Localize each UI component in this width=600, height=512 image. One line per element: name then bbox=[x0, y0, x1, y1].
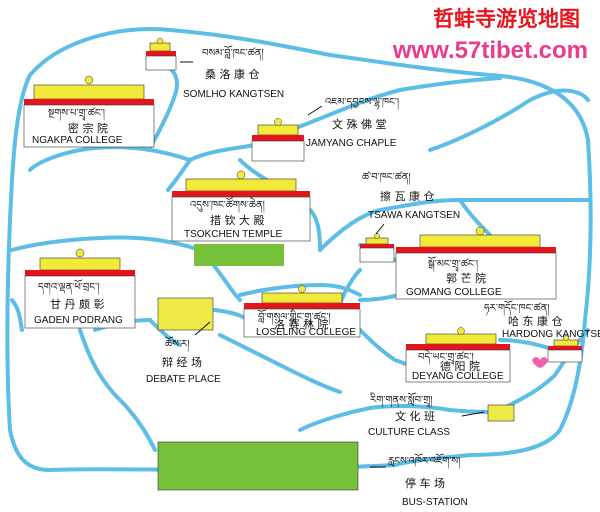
label-tsokchen-en: TSOKCHEN TEMPLE bbox=[184, 229, 282, 240]
label-gaden-zh: 甘 丹 颇 彰 bbox=[50, 297, 105, 311]
label-loseling-tib: བློ་གསལ་གླིང་གྲྭ་ཚང་། bbox=[258, 309, 331, 325]
label-ngakpa-en: NGAKPA COLLEGE bbox=[32, 135, 123, 146]
building-hardong[interactable] bbox=[547, 335, 583, 363]
label-somlho-zh: 桑 洛 康 仓 bbox=[205, 67, 260, 81]
label-ngakpa-zh: 密 宗 院 bbox=[68, 121, 108, 135]
label-tsokchen-tib: འདུས་ཁང་ཚོགས་ཆེན། bbox=[190, 196, 265, 213]
building-tsokchen[interactable] bbox=[171, 170, 311, 242]
label-jamyang-zh: 文 殊 佛 堂 bbox=[332, 117, 387, 131]
label-deyang-en: DEYANG COLLEGE bbox=[412, 371, 504, 382]
label-culture-tib: རིག་གནས་སློབ་གྲྭ། bbox=[370, 392, 432, 408]
label-debate-zh: 辩 经 场 bbox=[162, 355, 202, 369]
label-bus-zh: 停 车 场 bbox=[405, 476, 445, 490]
label-tsokchen-zh: 措 钦 大 殿 bbox=[210, 213, 265, 227]
label-gomang-tib: སྒོ་མང་གྲྭ་ཚང་། bbox=[428, 256, 478, 272]
label-tsawa-en: TSAWA KANGTSEN bbox=[368, 210, 460, 221]
building-gaden[interactable] bbox=[24, 248, 136, 329]
label-bus-en: BUS-STATION bbox=[402, 497, 468, 508]
bus-station-lot[interactable] bbox=[157, 441, 359, 491]
label-loseling-en: LOSELING COLLEGE bbox=[256, 327, 356, 338]
label-jamyang-tib: འཇམ་དབྱངས་ལྷ་ཁང་། bbox=[325, 97, 399, 110]
label-bus-tib: རླངས་འཁོར་འཇོག་ས། bbox=[388, 453, 460, 469]
label-hardong-zh: 哈 东 康 仓 bbox=[508, 314, 563, 328]
label-loseling-zh: 洛 赛 林 院 bbox=[274, 317, 329, 331]
label-somlho-en: SOMLHO KANGTSEN bbox=[183, 89, 284, 100]
label-jamyang-en: JAMYANG CHAPLE bbox=[306, 138, 397, 149]
building-ngakpa[interactable] bbox=[23, 75, 155, 148]
building-tsawa[interactable] bbox=[359, 233, 395, 263]
debate-yard[interactable] bbox=[157, 297, 214, 331]
label-gaden-en: GADEN PODRANG bbox=[34, 315, 123, 326]
label-culture-zh: 文 化 班 bbox=[395, 409, 435, 423]
label-gomang-en: GOMANG COLLEGE bbox=[406, 287, 502, 298]
label-culture-en: CULTURE CLASS bbox=[368, 427, 450, 438]
label-hardong-en: HARDONG KANGTSEN bbox=[502, 329, 600, 340]
building-gomang[interactable] bbox=[395, 226, 557, 300]
label-gomang-zh: 郭 芒 院 bbox=[446, 271, 486, 285]
label-hardong-tib: ཧར་གདོང་ཁང་ཚན། bbox=[484, 300, 550, 316]
culture-class-yard[interactable] bbox=[487, 404, 515, 422]
tsokchen-courtyard[interactable] bbox=[194, 244, 284, 266]
label-debate-en: DEBATE PLACE bbox=[146, 374, 221, 385]
label-ngakpa-tib: སྔགས་པ་གྲྭ་ཚང་། bbox=[48, 107, 105, 121]
outer-path bbox=[5, 27, 593, 472]
flower-marker bbox=[532, 357, 548, 368]
site-url: www.57tibet.com bbox=[392, 37, 588, 64]
label-gaden-tib: དགའ་ལྡན་ཕོ་བྲང་། bbox=[38, 279, 99, 295]
label-debate-tib: ཆོས་ར། bbox=[165, 336, 190, 352]
building-deyang[interactable] bbox=[405, 327, 511, 383]
building-somlho[interactable] bbox=[145, 37, 177, 71]
label-tsawa-tib: ཚ་བ་ཁང་ཚན། bbox=[362, 171, 411, 185]
label-somlho-tib: བསམ་བློ་ཁང་ཚན། bbox=[202, 45, 264, 61]
label-deyang-zh: 德 阳 院 bbox=[440, 359, 480, 373]
label-deyang-tib: བདེ་ཡང་གྲྭ་ཚང་། bbox=[418, 349, 474, 365]
label-tsawa-zh: 擦 瓦 康 仓 bbox=[380, 189, 435, 203]
map-title: 哲蚌寺游览地图 bbox=[433, 7, 580, 31]
building-loseling[interactable] bbox=[243, 285, 361, 338]
building-jamyang[interactable] bbox=[251, 118, 305, 162]
